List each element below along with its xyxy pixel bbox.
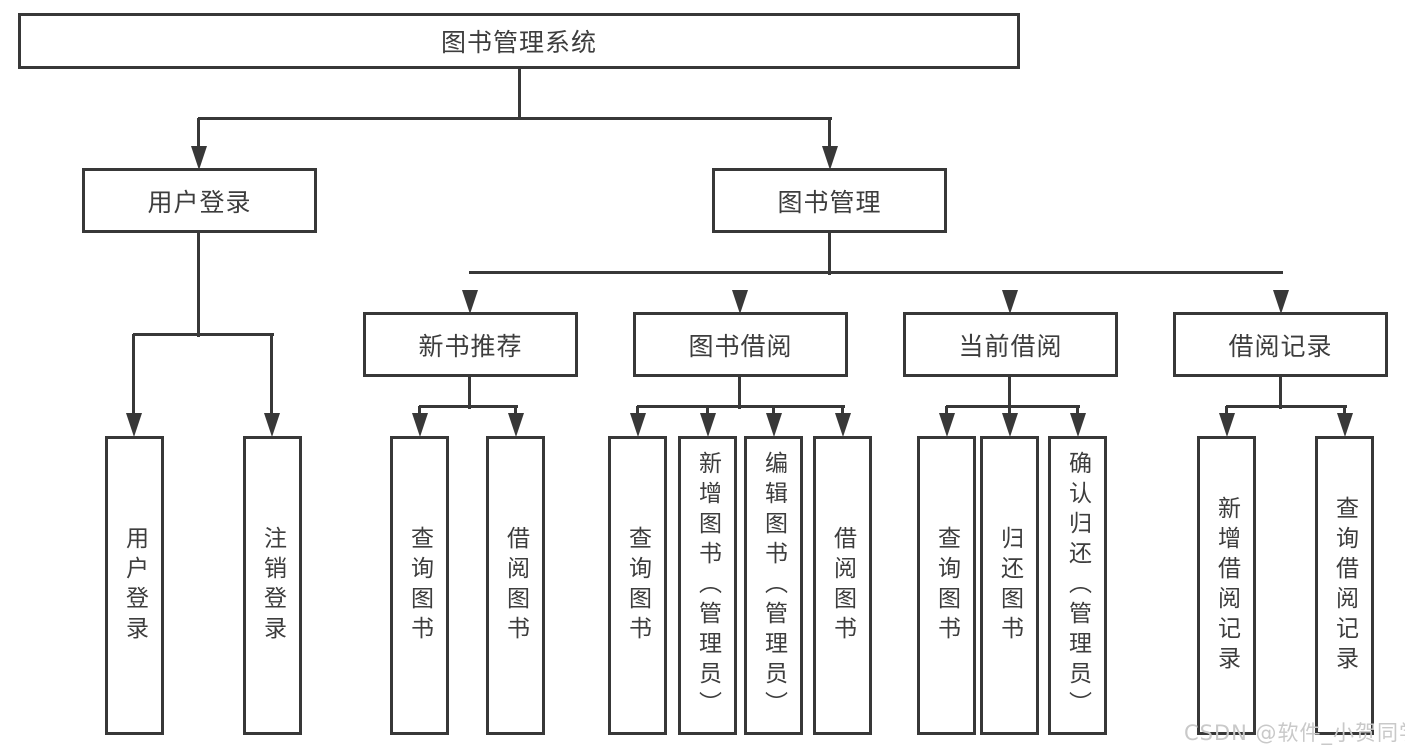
arrowhead-icon [822,146,838,170]
connector-line [270,334,273,416]
arrowhead-icon [766,413,782,437]
leaf-add-borrow-record: 新增借阅记录 [1197,436,1256,735]
arrowhead-icon [126,413,142,437]
connector-line [197,118,200,150]
leaf-borrow-books: 借阅图书 [813,436,872,735]
node-new-book-recommend: 新书推荐 [363,312,578,377]
arrowhead-icon [1273,290,1289,314]
leaf-return-books: 归还图书 [980,436,1039,735]
leaf-current-query-books: 查询图书 [917,436,976,735]
connector-line [637,405,845,408]
leaf-query-borrow-record: 查询借阅记录 [1315,436,1374,735]
leaf-recommend-query-books: 查询图书 [390,436,449,735]
leaf-confirm-return-admin: 确认归还（管理员） [1048,436,1107,735]
arrowhead-icon [835,413,851,437]
connector-line [1279,377,1282,409]
connector-line [828,233,831,275]
node-current-borrow: 当前借阅 [903,312,1118,377]
leaf-logout-login: 注销登录 [243,436,302,735]
connector-line [828,118,831,150]
node-book-management: 图书管理 [712,168,947,233]
connector-line [518,68,521,120]
leaf-user-login: 用户登录 [105,436,164,735]
arrowhead-icon [1337,413,1353,437]
connector-line [946,405,1080,408]
connector-line [1343,406,1346,416]
node-borrow-records: 借阅记录 [1173,312,1388,377]
arrowhead-icon [1070,413,1086,437]
arrowhead-icon [191,146,207,170]
leaf-recommend-borrow-books: 借阅图书 [486,436,545,735]
connector-line [706,406,709,416]
watermark: CSDN @软件_小贺同学 [1184,721,1405,745]
connector-line [133,333,274,336]
arrowhead-icon [1002,413,1018,437]
connector-line [469,271,1283,274]
connector-line [1008,406,1011,416]
arrowhead-icon [508,413,524,437]
arrowhead-icon [462,290,478,314]
connector-line [418,406,421,416]
connector-line [1225,406,1228,416]
connector-line [132,334,135,416]
node-book-borrow: 图书借阅 [633,312,848,377]
connector-line [772,406,775,416]
arrowhead-icon [264,413,280,437]
connector-line [1226,405,1347,408]
connector-line [419,405,518,408]
node-user-login: 用户登录 [82,168,317,233]
arrowhead-icon [1002,290,1018,314]
node-library-management-system: 图书管理系统 [18,13,1020,69]
connector-line [514,406,517,416]
arrowhead-icon [1219,413,1235,437]
connector-line [945,406,948,416]
arrowhead-icon [700,413,716,437]
leaf-edit-books-admin: 编辑图书（管理员） [744,436,803,735]
connector-line [468,377,471,409]
connector-line [198,117,832,120]
connector-line [738,377,741,409]
arrowhead-icon [630,413,646,437]
connector-line [636,406,639,416]
arrowhead-icon [732,290,748,314]
connector-line [1076,406,1079,416]
leaf-add-books-admin: 新增图书（管理员） [678,436,737,735]
connector-line [841,406,844,416]
leaf-borrow-query-books: 查询图书 [608,436,667,735]
arrowhead-icon [939,413,955,437]
connector-line [1008,377,1011,409]
arrowhead-icon [412,413,428,437]
connector-line [197,233,200,337]
